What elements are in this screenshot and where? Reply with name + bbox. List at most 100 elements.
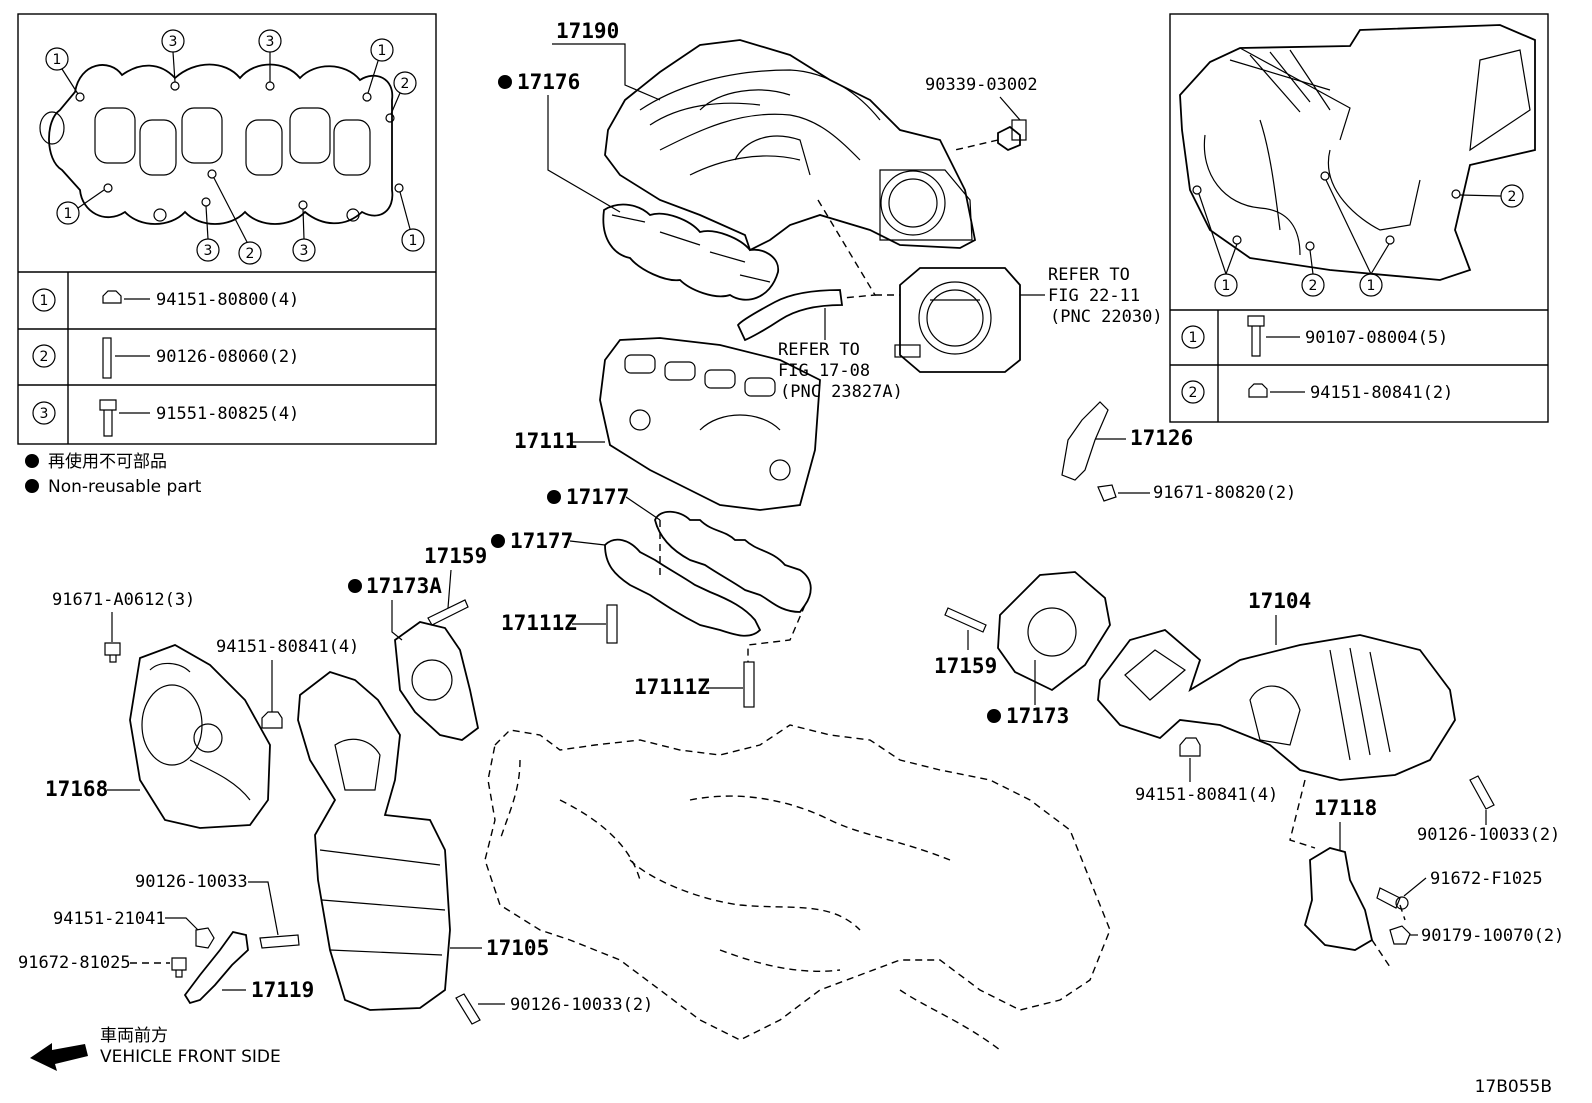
- inset-right-callouts: 2 1 2 1: [1198, 179, 1524, 297]
- inset-left-frame: [17, 13, 437, 445]
- label-94151-80841-b: 94151-80841(4): [1135, 785, 1278, 805]
- svg-text:1: 1: [53, 52, 62, 68]
- nut-94151-21041: [195, 927, 215, 949]
- ref-throttle-3: (PNC 22030): [1050, 307, 1163, 327]
- stud-17111z-a: [606, 604, 618, 644]
- stud-17111z-b: [743, 661, 755, 708]
- inset-right: 2 1 2 1 1 90107-08004(5) 2 94151-80841(2…: [1169, 13, 1549, 423]
- stud-90126-10033: [259, 934, 300, 949]
- label-17105: 17105: [486, 936, 549, 960]
- gasket-17173a: [394, 621, 479, 741]
- bracket-17118: [1303, 847, 1374, 951]
- label-17177-b: 17177: [510, 529, 573, 553]
- svg-text:1: 1: [64, 206, 73, 222]
- svg-text:3: 3: [169, 34, 178, 50]
- label-90179-10070: 90179-10070(2): [1421, 926, 1564, 946]
- label-17126: 17126: [1130, 426, 1193, 450]
- svg-text:2: 2: [401, 76, 410, 92]
- legend-key-3: 3: [40, 406, 49, 422]
- ref-hose-2: FIG 17-08: [778, 361, 870, 381]
- label-17159-a: 17159: [424, 544, 487, 568]
- intake-manifold-17111: [599, 337, 821, 511]
- label-17173a: 17173A: [366, 574, 442, 598]
- nut-90179-10070: [1389, 925, 1411, 945]
- stud-icon: [102, 337, 112, 379]
- legend-part-3: 91551-80825(4): [156, 404, 299, 424]
- label-90126-10033-2a: 90126-10033(2): [510, 995, 653, 1015]
- dashed-leaders: [659, 199, 1406, 971]
- gasket-17173: [997, 571, 1111, 692]
- svg-text:1: 1: [409, 233, 418, 249]
- bolt-icon: [99, 399, 117, 437]
- label-17177-a: 17177: [566, 485, 629, 509]
- label-17159-b: 17159: [934, 654, 997, 678]
- bolt-icon: [1247, 315, 1265, 357]
- label-91672-f1025: 91672-F1025: [1430, 869, 1543, 889]
- legend-right-key-2: 2: [1189, 385, 1198, 401]
- nonreusable-jp: 再使用不可部品: [48, 451, 167, 472]
- label-91671-a0612: 91671-A0612(3): [52, 590, 195, 610]
- legend-right-part-2: 94151-80841(2): [1310, 383, 1453, 403]
- label-91672-81025: 91672-81025: [18, 953, 131, 973]
- label-17111: 17111: [514, 429, 577, 453]
- svg-text:3: 3: [204, 243, 213, 259]
- nonreusable-en: Non-reusable part: [48, 477, 202, 497]
- nut-icon: [1248, 383, 1268, 398]
- bolt-91671-a0612: [104, 642, 121, 663]
- label-17104: 17104: [1248, 589, 1311, 613]
- stud-17159-b: [944, 607, 987, 633]
- stud-17159-a: [427, 599, 469, 626]
- label-94151-21041: 94151-21041: [53, 909, 166, 929]
- nut-94151-80841-b: [1179, 737, 1201, 757]
- bracket-17119: [183, 930, 249, 1005]
- gasket-17177-upper: [654, 510, 812, 613]
- label-17111z-a: 17111Z: [501, 611, 577, 635]
- svg-text:2: 2: [1309, 278, 1318, 294]
- legend-right-part-1: 90107-08004(5): [1305, 328, 1448, 348]
- inset-left-legend: 1 94151-80800(4) 2 90126-08060(2) 3 9155…: [32, 288, 299, 437]
- bolt-91672-f1025: [1376, 887, 1409, 910]
- svg-text:3: 3: [266, 34, 275, 50]
- stud-90126-10033-a: [455, 993, 481, 1025]
- label-17176: 17176: [517, 70, 580, 94]
- label-17168: 17168: [45, 777, 108, 801]
- svg-text:2: 2: [1508, 189, 1517, 205]
- callouts: 17190 17176 90339-03002 REFER TO FIG 22-…: [18, 19, 1564, 1015]
- nut-icon: [102, 290, 122, 304]
- label-17118: 17118: [1314, 796, 1377, 820]
- legend-right-key-1: 1: [1189, 330, 1198, 346]
- gasket-17176: [602, 203, 779, 301]
- svg-text:3: 3: [300, 243, 309, 259]
- label-17190: 17190: [556, 19, 619, 43]
- bracket-17126: [1061, 401, 1109, 481]
- ref-throttle-2: FIG 22-11: [1048, 286, 1140, 306]
- bolt-91671-80820: [1097, 484, 1117, 502]
- exhaust-manifold-17105: [297, 670, 451, 1011]
- inset-right-legend: 1 90107-08004(5) 2 94151-80841(2): [1181, 315, 1453, 404]
- inset-left-callouts: 1 3 3 1 2 1 3 2 3 1: [45, 29, 425, 265]
- svg-text:1: 1: [1222, 278, 1231, 294]
- figure-id: 17B055B: [1475, 1077, 1552, 1097]
- label-90126-10033: 90126-10033: [135, 872, 248, 892]
- label-91671-80820: 91671-80820(2): [1153, 483, 1296, 503]
- label-17173: 17173: [1006, 704, 1069, 728]
- throttle-body: [894, 267, 1021, 373]
- label-94151-80841-a: 94151-80841(4): [216, 637, 359, 657]
- inset-right-frame: [1169, 13, 1549, 423]
- label-17119: 17119: [251, 978, 314, 1002]
- gasket-17177-lower: [604, 538, 762, 637]
- bolt-91672-81025: [171, 957, 187, 978]
- front-label-en: VEHICLE FRONT SIDE: [100, 1047, 281, 1067]
- front-arrow-icon: [30, 1043, 88, 1071]
- legend-part-2: 90126-08060(2): [156, 347, 299, 367]
- engine-outline: [484, 724, 1111, 1051]
- ref-hose-1: REFER TO: [778, 340, 860, 360]
- legend-part-1: 94151-80800(4): [156, 290, 299, 310]
- ref-hose-3: (PNC 23827A): [780, 382, 903, 402]
- intake-gasket-drawing: [39, 63, 404, 225]
- heat-insulator-17168: [129, 644, 271, 829]
- label-17111z-b: 17111Z: [634, 675, 710, 699]
- svg-text:1: 1: [378, 43, 387, 59]
